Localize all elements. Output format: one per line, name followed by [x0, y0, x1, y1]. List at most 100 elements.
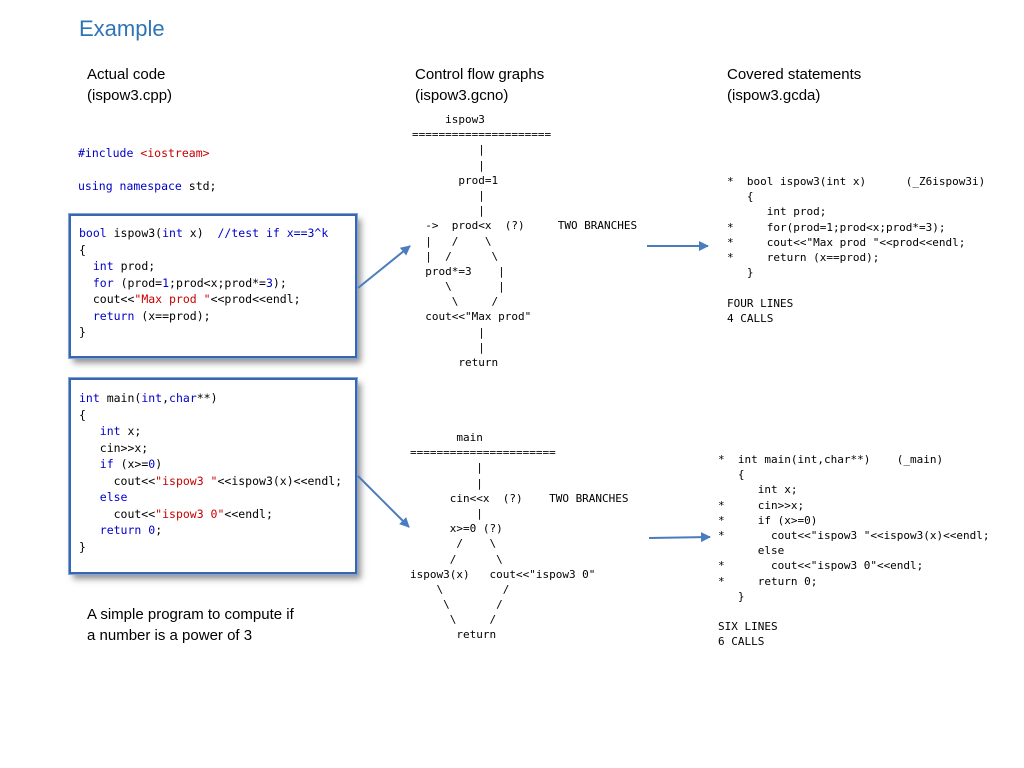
- covered-line: * return (x==prod);: [727, 250, 880, 264]
- code-token: bool: [79, 226, 107, 240]
- cfg-line: | / \: [412, 234, 492, 248]
- cfg-line: |: [412, 340, 485, 354]
- cfg-line: x>=0 (?): [410, 522, 503, 536]
- code-token: ispow3(: [106, 226, 163, 240]
- code-line: else: [79, 489, 355, 506]
- code-line: }: [79, 324, 355, 341]
- covered-heading-line2: (ispow3.gcda): [727, 87, 821, 104]
- source-header-code: #include <iostream> using namespace std;: [78, 145, 216, 195]
- ispow3-function-code: bool ispow3(int x) //test if x==3^k{ int…: [71, 216, 355, 341]
- cfg-line: |: [410, 506, 483, 520]
- covered-line: else: [718, 544, 785, 558]
- code-line: bool ispow3(int x) //test if x==3^k: [79, 225, 355, 242]
- code-token: cout<<: [79, 506, 156, 521]
- covered-line: 6 CALLS: [718, 635, 765, 649]
- arrow-code-to-ispow3-cfg: [357, 245, 411, 289]
- cfg-line: return: [410, 628, 497, 642]
- code-token: cout<<: [79, 292, 135, 306]
- covered-line: int x;: [718, 483, 798, 497]
- code-token: 1: [162, 275, 170, 290]
- code-token: 0: [148, 523, 156, 537]
- cfg-line: main: [410, 431, 483, 444]
- code-token: "Max prod ": [134, 292, 211, 306]
- code-token: {: [79, 407, 86, 422]
- covered-line: * cout<<"ispow3 "<<ispow3(x)<<endl;: [718, 528, 990, 542]
- cfg-line: ispow3(x) cout<<"ispow3 0": [410, 567, 596, 581]
- cfg-line: \ /: [410, 598, 503, 612]
- arrow-main-cfg-to-covered: [648, 532, 711, 543]
- code-token: int: [162, 226, 183, 240]
- cfg-line: =====================: [412, 128, 552, 142]
- cfg-line: \ |: [412, 280, 505, 294]
- code-token: #include: [78, 146, 141, 160]
- code-token: return: [92, 308, 135, 323]
- code-line: }: [79, 539, 355, 556]
- code-token: char: [169, 391, 197, 405]
- code-line: for (prod=1;prod<x;prod*=3);: [79, 275, 355, 292]
- cfg-line: |: [412, 188, 485, 202]
- code-line: {: [79, 407, 355, 424]
- code-token: if: [99, 457, 114, 471]
- code-token: x;: [120, 424, 142, 438]
- code-token: x): [182, 226, 218, 240]
- code-token: }: [79, 325, 86, 339]
- code-column-heading: Actual code (ispow3.cpp): [87, 64, 172, 106]
- covered-line: {: [727, 190, 754, 204]
- code-token: using namespace: [78, 179, 189, 193]
- cfg-line: prod*=3 |: [412, 264, 505, 278]
- ispow3-control-flow-graph: ispow3 ===================== | | prod=1 |…: [412, 112, 637, 370]
- code-line: #include <iostream>: [78, 145, 216, 162]
- main-covered-statements: * int main(int,char**) (_main) { int x;*…: [718, 452, 990, 649]
- code-heading-line2: (ispow3.cpp): [87, 87, 173, 104]
- code-heading-line1: Actual code: [87, 66, 166, 83]
- code-token: <<ispow3(x)<<endl;: [217, 473, 343, 488]
- cfg-line: |: [410, 461, 483, 475]
- covered-line: * return 0;: [718, 574, 818, 588]
- code-token: else: [99, 490, 128, 504]
- code-token: int: [92, 259, 114, 273]
- covered-line: 4 CALLS: [727, 311, 774, 325]
- cfg-line: \ /: [412, 295, 499, 309]
- covered-line: }: [727, 266, 754, 280]
- covered-line: * cin>>x;: [718, 498, 805, 512]
- code-token: (x>=: [113, 457, 149, 471]
- cfg-line: -> prod<x (?) TWO BRANCHES: [412, 219, 638, 233]
- covered-heading-line1: Covered statements: [727, 66, 862, 83]
- code-token: int: [79, 391, 100, 405]
- cfg-line: \ /: [410, 613, 497, 627]
- arrow-code-to-main-cfg: [357, 475, 410, 528]
- code-token: std;: [188, 179, 217, 193]
- code-token: ;prod<x;prod*=: [169, 275, 266, 290]
- code-token: int: [99, 424, 121, 438]
- covered-line: * int main(int,char**) (_main): [718, 453, 944, 466]
- covered-line: * for(prod=1;prod<x;prod*=3);: [727, 220, 946, 234]
- code-token: <<prod<<endl;: [210, 292, 301, 306]
- code-token: ): [155, 457, 163, 471]
- covered-line: * if (x>=0): [718, 513, 818, 527]
- cfg-heading-line2: (ispow3.gcno): [415, 87, 509, 104]
- code-line: cout<<"Max prod "<<prod<<endl;: [79, 291, 355, 308]
- covered-line: * cout<<"ispow3 0"<<endl;: [718, 559, 924, 573]
- code-token: "ispow3 ": [155, 473, 218, 488]
- code-line: int main(int,char**): [79, 390, 355, 407]
- cfg-line: / \: [410, 552, 503, 566]
- code-line: {: [79, 242, 355, 259]
- code-token: **): [196, 391, 218, 405]
- cfg-line: prod=1: [412, 173, 499, 187]
- code-token: <<endl;: [224, 506, 273, 521]
- code-token: int: [141, 391, 163, 405]
- covered-line: FOUR LINES: [727, 296, 794, 310]
- main-code-box: int main(int,char**){ int x; cin>>x; if …: [69, 378, 357, 574]
- covered-line: * bool ispow3(int x) (_Z6ispow3i): [727, 175, 986, 188]
- cfg-line: \ /: [410, 582, 510, 596]
- code-token: cout<<: [79, 473, 156, 488]
- cfg-line: ======================: [410, 446, 556, 460]
- code-token: ;: [155, 523, 163, 537]
- cfg-line: ispow3: [412, 113, 485, 126]
- cfg-line: |: [410, 476, 483, 490]
- code-token: for: [92, 275, 114, 290]
- code-token: {: [79, 242, 86, 257]
- code-token: cin>>x;: [79, 440, 149, 455]
- code-token: ,: [162, 391, 170, 405]
